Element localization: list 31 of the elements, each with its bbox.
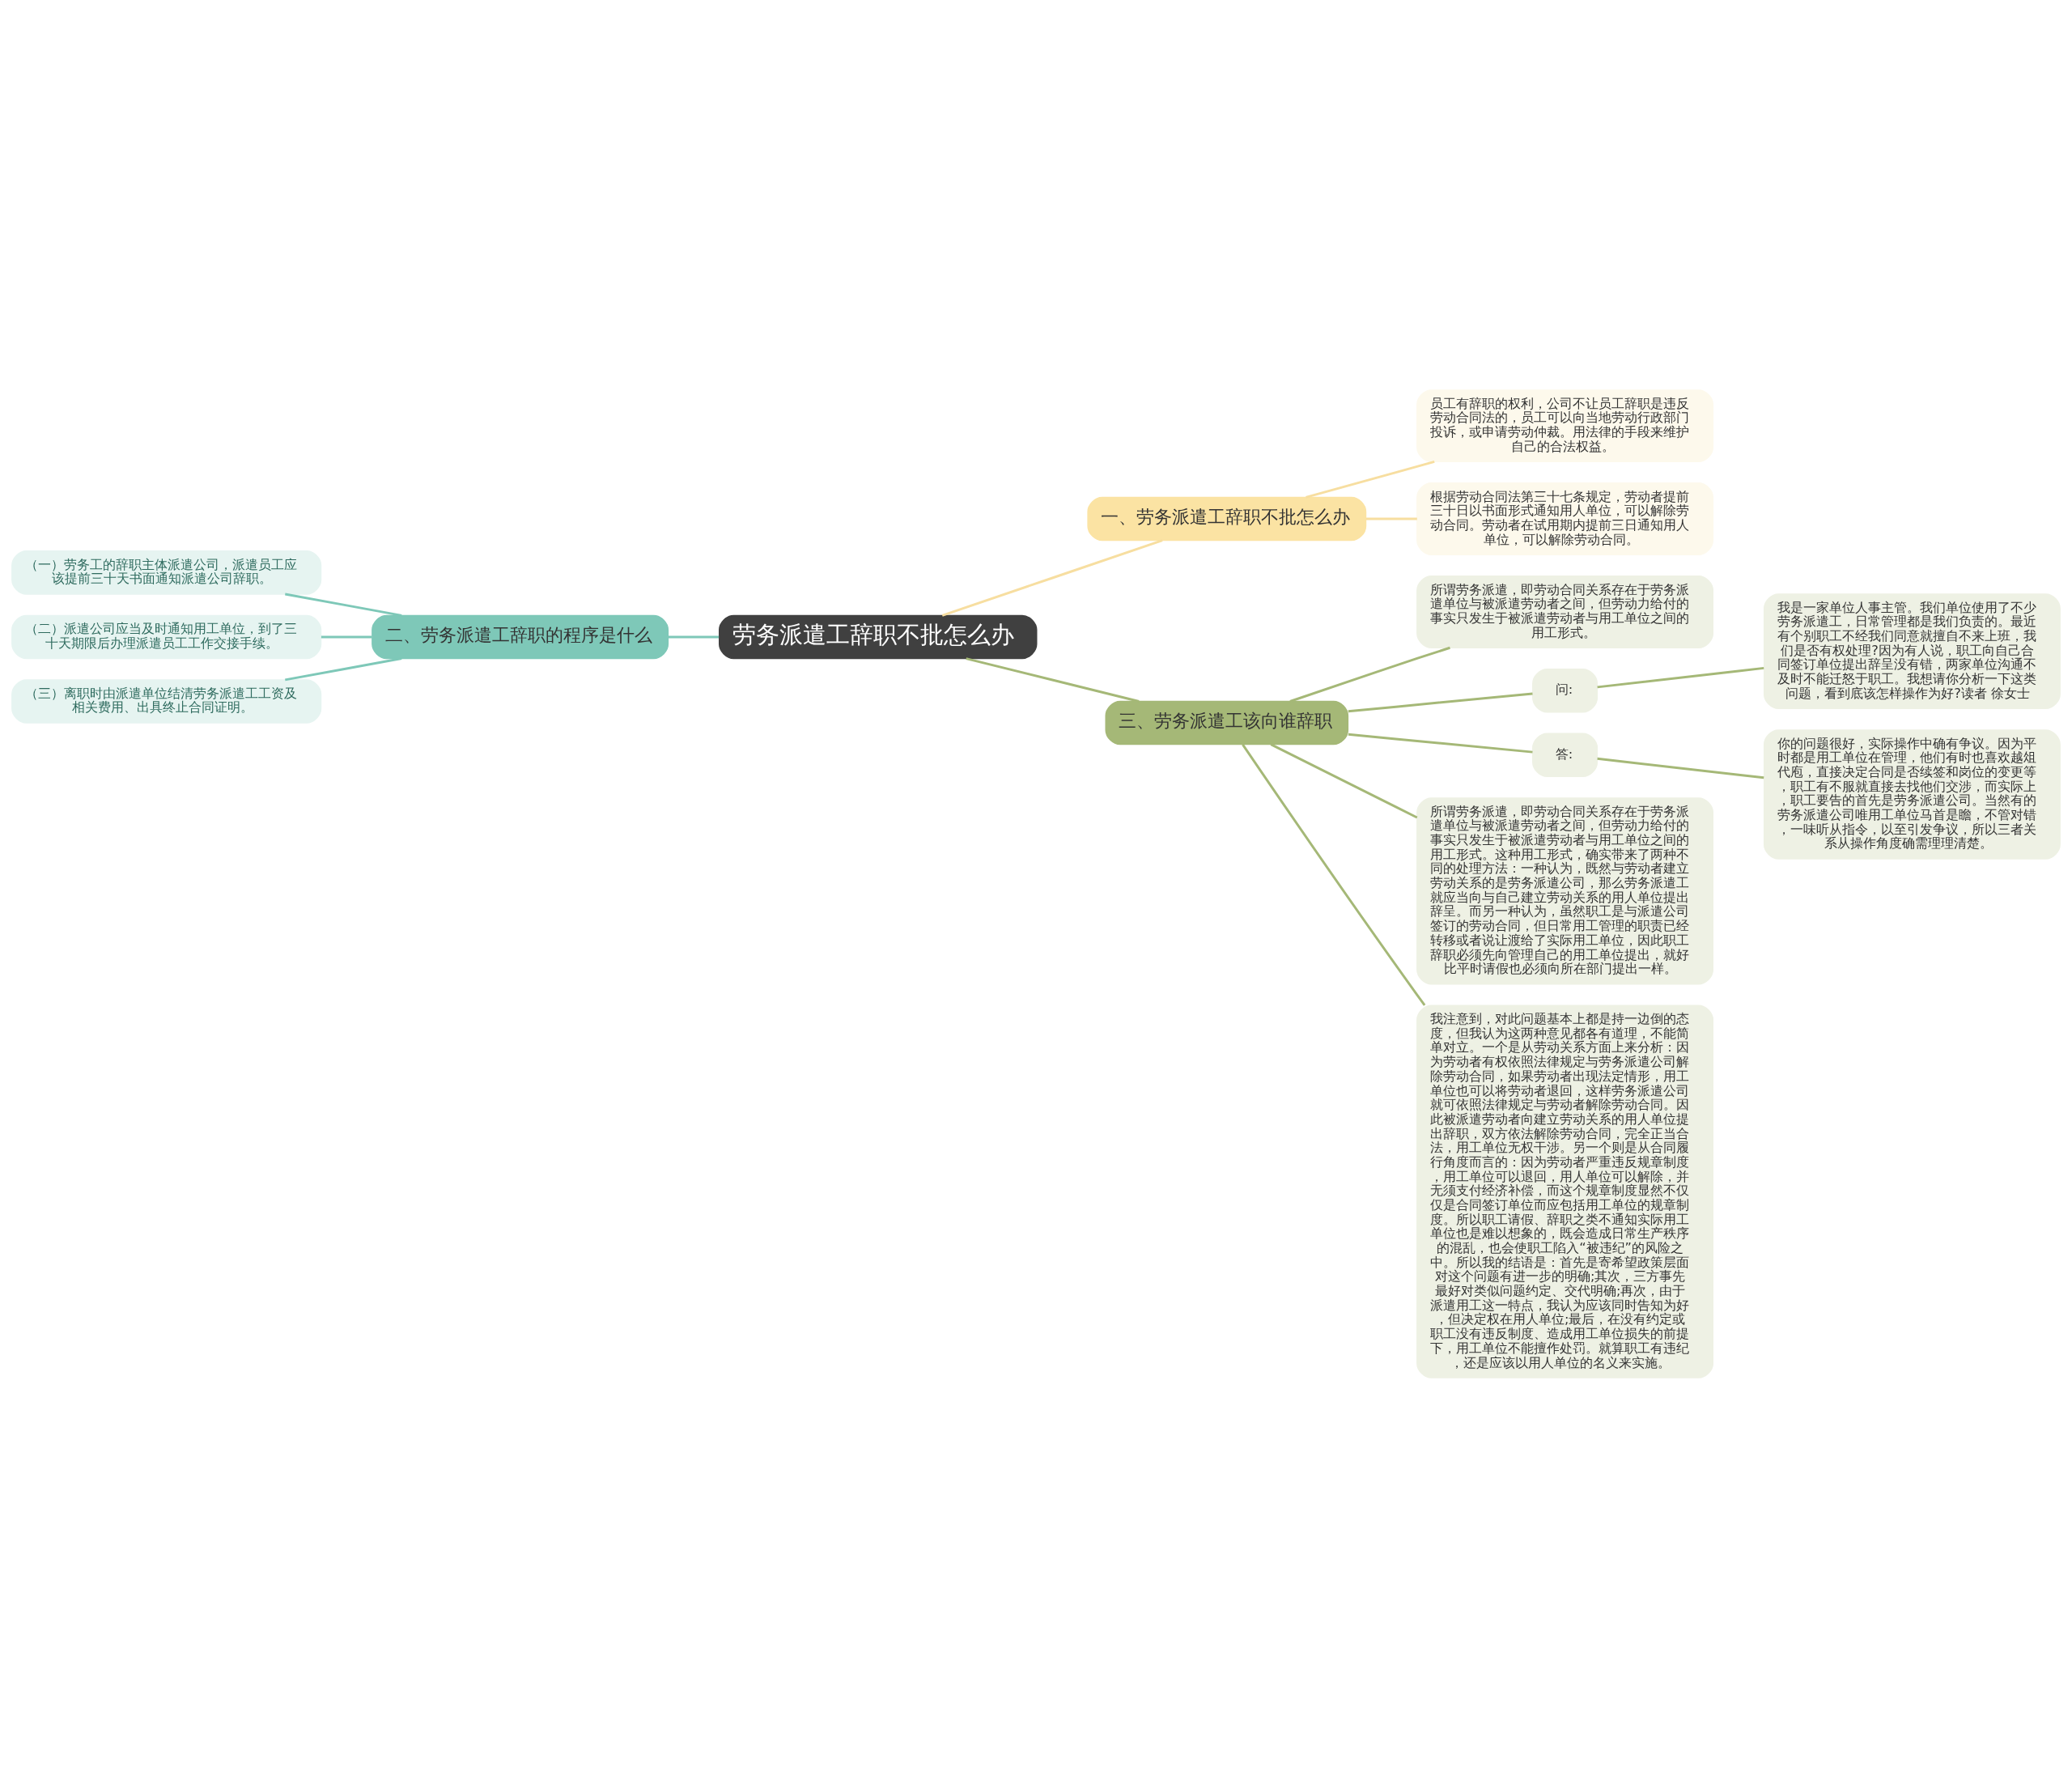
connector <box>321 635 372 638</box>
node-box: 所谓劳务派遣，即劳动合同关系存在于劳务派遣单位与被派遣劳动者之间，但劳动力给付的事实只发生于被派遣劳动者与用工单位之间的用工形式。 <box>1416 575 1714 648</box>
node-box: 二、劳务派遣工辞职的程序是什么 <box>372 614 669 659</box>
connector <box>285 593 402 617</box>
connector <box>1597 757 1764 779</box>
connector <box>1348 692 1533 712</box>
node-box: 劳务派遣工辞职不批怎么办 <box>719 614 1038 659</box>
node-box: 根据劳动合同法第三十七条规定，劳动者提前三十日以书面形式通知用人单位，可以解除劳动合同。劳动者在试用期内提前三日通知用人单位，可以解除劳动合同。 <box>1416 482 1714 555</box>
connector <box>941 538 1163 617</box>
node-box: 我注意到，对此问题基本上都是持一边倒的态度，但我认为这两种意见都各有道理，不能简单对立。一个是从劳动关系方面上来分析：因为劳动者有权依照法律规定与劳务派遣公司解除劳动合同，如果劳动者出现法定情形，用工单位也可以将劳动者退回，这样劳务派遣公司就可依照法律规定与劳动者解除劳动合同。因此被派遣劳动者向建立劳动关系的用人单位提出辞职，双方依法解除劳动合同，完全正当合法，用工单位无权干涉。另一个则是从合同履行角度而言的：因为劳动者严重违反规章制度，用工单位可以退回，用人单位可以解除，并无须支付经济补偿，而这个规章制度显然不仅仅是合同签订单位而应包括用工单位的规章制度。所以职工请假、辞职之类不通知实际用工单位也是难以想象的，既会造成日常生产秩序的混乱，也会使职工陷入“被违纪”的风险之中。所以我的结语是：首先是寄希望政策层面对这个问题有进一步的明确;其次，三方事先最好对类似问题约定、交代明确;再次，由于派遣用工这一特点，我认为应该同时告知为好，但决定权在用人单位;最后，在没有约定或职工没有违反制度、造成用工单位损失的前提下，用工单位不能擅作处罚。就算职工有违纪，还是应该以用人单位的名义来实施。 <box>1416 1005 1714 1378</box>
connector <box>1365 517 1417 520</box>
connector <box>1306 460 1435 499</box>
connector <box>285 656 402 681</box>
node-box: 答: <box>1532 733 1599 777</box>
node-box: 所谓劳务派遣，即劳动合同关系存在于劳务派遣单位与被派遣劳动者之间，但劳动力给付的事实只发生于被派遣劳动者与用工单位之间的用工形式。这种用工形式，确实带来了两种不同的处理方法：一种认为，既然与劳动者建立劳动关系的是劳务派遣公司，那么劳务派遣工就应当向与自己建立劳动关系的用人单位提出辞呈。而另一种认为，虽然职工是与派遣公司签订的劳动合同，但日常用工管理的职责已经转移或者说让渡给了实际用工单位，因此职工辞职必须先向管理自己的用工单位提出，就好比平时请假也必须向所在部门提出一样。 <box>1416 796 1714 985</box>
node-box: 我是一家单位人事主管。我们单位使用了不少劳务派遣工，日常管理都是我们负责的。最近有个别职工不经我们同意就擅自不来上班，我们是否有权处理?因为有人说，职工向自己合同签订单位提出辞呈没有错，两家单位沟通不及时不能迁怒于职工。我想请你分析一下这类问题，看到底该怎样操作为好?读者 徐女士 <box>1763 593 2061 709</box>
node-box: （三）离职时由派遣单位结清劳务派遣工工资及相关费用、出具终止合同证明。 <box>11 678 322 724</box>
node-box: （二）派遣公司应当及时通知用工单位，到了三十天期限后办理派遣员工工作交接手续。 <box>11 614 322 659</box>
node-box: 员工有辞职的权利，公司不让员工辞职是违反劳动合同法的，员工可以向当地劳动行政部门投诉，或申请劳动仲裁。用法律的手段来维护自己的合法权益。 <box>1416 389 1714 462</box>
connector <box>1242 743 1426 1006</box>
connector <box>668 635 720 638</box>
connector <box>1270 742 1418 818</box>
node-box: 你的问题很好，实际操作中确有争议。因为平时都是用工单位在管理，他们有时也喜欢越俎代庖，直接决定合同是否续签和岗位的变更等，职工有不服就直接去找他们交涉，而实际上，职工要告的首先是劳务派遣公司。当然有的劳务派遣公司唯用工单位马首是瞻，不管对错，一味听从指令，以至引发争议，所以三者关系从操作角度确需理理清楚。 <box>1763 728 2061 860</box>
connector <box>1289 646 1450 703</box>
connector <box>1348 733 1533 754</box>
connector <box>1597 666 1764 688</box>
node-box: 三、劳务派遣工该向谁辞职 <box>1105 700 1349 745</box>
node-box: 一、劳务派遣工辞职不批怎么办 <box>1087 496 1367 541</box>
node-box: （一）劳务工的辞职主体派遣公司，派遣员工应该提前三十天书面通知派遣公司辞职。 <box>11 550 322 595</box>
connector <box>966 656 1140 703</box>
node-box: 问: <box>1532 668 1599 713</box>
